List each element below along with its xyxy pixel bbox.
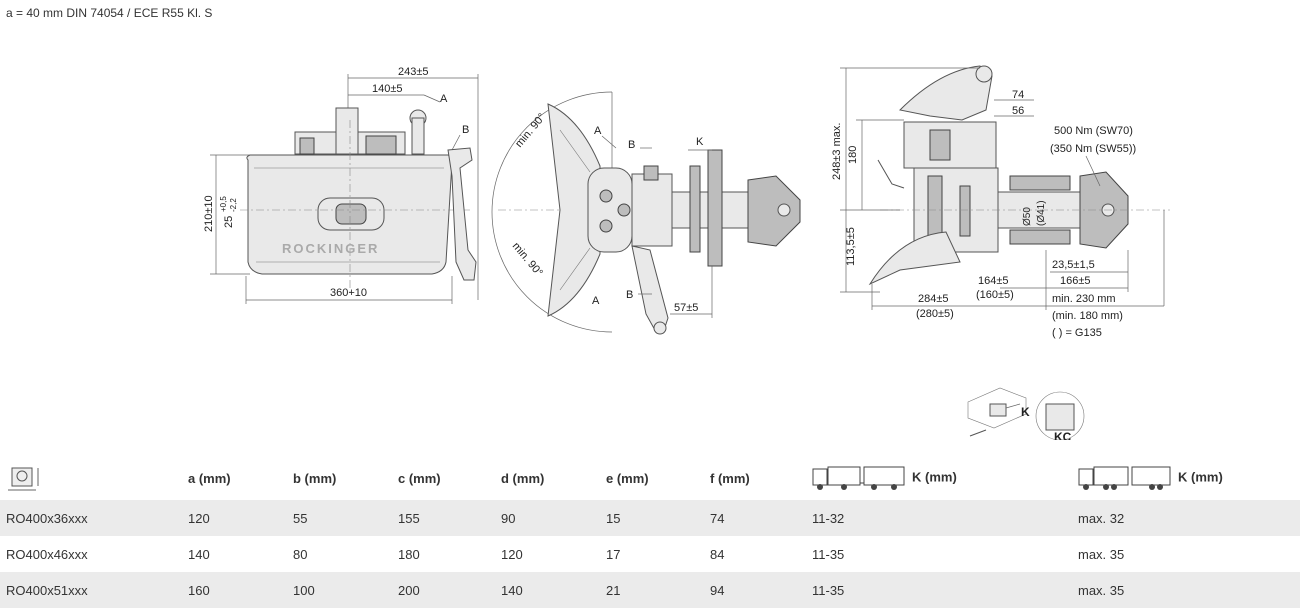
cell-f: 74 [704, 500, 806, 536]
page-subtitle: a = 40 mm DIN 74054 / ECE R55 Kl. S [6, 6, 213, 20]
min-clearance-1: min. 230 mm [1052, 293, 1116, 305]
dim-dia41: (Ø41) [1036, 200, 1047, 226]
cell-k2: max. 35 [1078, 546, 1125, 562]
cell-c: 200 [392, 572, 495, 608]
cell-model: RO400x36xxx [0, 500, 182, 536]
dim-57: 57±5 [674, 302, 698, 314]
label-a-side-top: A [594, 125, 602, 137]
technical-drawing: 243±5 140±5 A B ROCKINGER 210±10 25 +0,5… [203, 65, 1170, 440]
cell-f: 94 [704, 572, 806, 608]
g135-note: ( ) = G135 [1052, 327, 1102, 339]
dim-180: 180 [847, 146, 859, 164]
cell-k1: 11-32 [806, 500, 1072, 536]
torque-line2: (350 Nm (SW55)) [1050, 143, 1136, 155]
cell-model: RO400x46xxx [6, 546, 88, 562]
cell-c: 155 [392, 500, 495, 536]
torque-line1: 500 Nm (SW70) [1054, 125, 1133, 137]
dim-360: 360+10 [330, 287, 367, 299]
truck-trailer-icon [812, 466, 905, 490]
dim-25-tol2: -2,2 [229, 198, 238, 212]
dim-166: 166±5 [1060, 275, 1091, 287]
cell-k1: 11-35 [806, 572, 1072, 608]
table-row: RO400x36xxx 120 55 155 90 15 74 11-32 ma… [0, 500, 1300, 536]
cell-e: 17 [606, 546, 621, 562]
dim-25: 25 [223, 216, 235, 228]
col-a: a (mm) [188, 470, 231, 486]
table-row: RO400x51xxx 160 100 200 140 21 94 11-35 … [0, 572, 1300, 608]
dim-243: 243±5 [398, 66, 429, 78]
dim-74: 74 [1012, 89, 1024, 101]
dim-284: 284±5 [918, 293, 949, 305]
dim-164b: (160±5) [976, 289, 1014, 301]
specs-table: a (mm) b (mm) c (mm) d (mm) e (mm) f (mm… [0, 456, 1300, 608]
dim-23: 23,5±1,5 [1052, 259, 1095, 271]
cell-e: 15 [600, 500, 704, 536]
dimension-legend-icon [8, 467, 39, 490]
cell-a: 160 [182, 572, 287, 608]
cell-d: 120 [501, 546, 523, 562]
dim-164: 164±5 [978, 275, 1009, 287]
label-b-side-bottom: B [626, 289, 633, 301]
col-k-2: K (mm) [1178, 469, 1223, 485]
col-b: b (mm) [293, 470, 337, 486]
dim-min90-bottom: min. 90° [510, 240, 545, 279]
dimension-legend-icon-cell [0, 456, 182, 500]
label-b-side-top: B [628, 139, 635, 151]
cell-k2: max. 35 [1072, 572, 1300, 608]
cell-f: 84 [710, 546, 725, 562]
k-detail-sketch: K KC [967, 387, 1085, 440]
table-row: RO400x46xxx 140 80 180 120 17 84 11-35 m… [0, 536, 1300, 572]
col-k-1: K (mm) [912, 469, 957, 485]
cell-c: 180 [398, 546, 420, 562]
k-label-detail: K [1021, 405, 1030, 419]
cell-model: RO400x51xxx [0, 572, 182, 608]
dim-dia50: Ø50 [1022, 207, 1033, 226]
dim-210: 210±10 [203, 195, 215, 232]
truck-trailer-icon-2 [1078, 466, 1171, 490]
dim-248: 248±3 max. [831, 123, 843, 180]
section-view: 248±3 max. 180 113,5±5 74 56 500 Nm (SW7… [831, 65, 1170, 339]
dim-284b: (280±5) [916, 308, 954, 320]
min-clearance-2: (min. 180 mm) [1052, 310, 1123, 322]
cell-b: 80 [293, 546, 308, 562]
dim-113: 113,5±5 [845, 227, 857, 266]
cell-b: 55 [287, 500, 392, 536]
col-d: d (mm) [501, 470, 545, 486]
col-k-truck-trailer-2: K (mm) [1072, 456, 1300, 500]
col-f: f (mm) [710, 470, 750, 486]
label-a-side-bottom: A [592, 295, 600, 307]
cell-d: 90 [495, 500, 600, 536]
cell-k1: 11-35 [812, 546, 845, 562]
dim-25-tol: +0,5 [219, 196, 228, 212]
brand-text: ROCKINGER [282, 241, 379, 256]
label-k-side: K [696, 136, 704, 148]
table-header-row: a (mm) b (mm) c (mm) d (mm) e (mm) f (mm… [0, 456, 1300, 500]
col-e: e (mm) [606, 470, 649, 486]
cell-b: 100 [287, 572, 392, 608]
dim-min90-top: min. 90° [513, 111, 548, 150]
side-view: min. 90° min. 90° A B K A B 57 [491, 91, 801, 335]
col-k-truck-trailer: K (mm) [806, 456, 1072, 500]
cell-a: 140 [188, 546, 210, 562]
dim-140: 140±5 [372, 83, 403, 95]
label-a-front: A [440, 93, 448, 105]
cell-e: 21 [600, 572, 704, 608]
front-view: 243±5 140±5 A B ROCKINGER 210±10 25 +0,5… [203, 66, 479, 304]
cell-k2: max. 32 [1072, 500, 1300, 536]
kc-label-detail: KC [1054, 430, 1072, 440]
dim-56: 56 [1012, 105, 1024, 117]
col-c: c (mm) [398, 470, 441, 486]
cell-d: 140 [495, 572, 600, 608]
label-b-front: B [462, 124, 469, 136]
cell-a: 120 [182, 500, 287, 536]
